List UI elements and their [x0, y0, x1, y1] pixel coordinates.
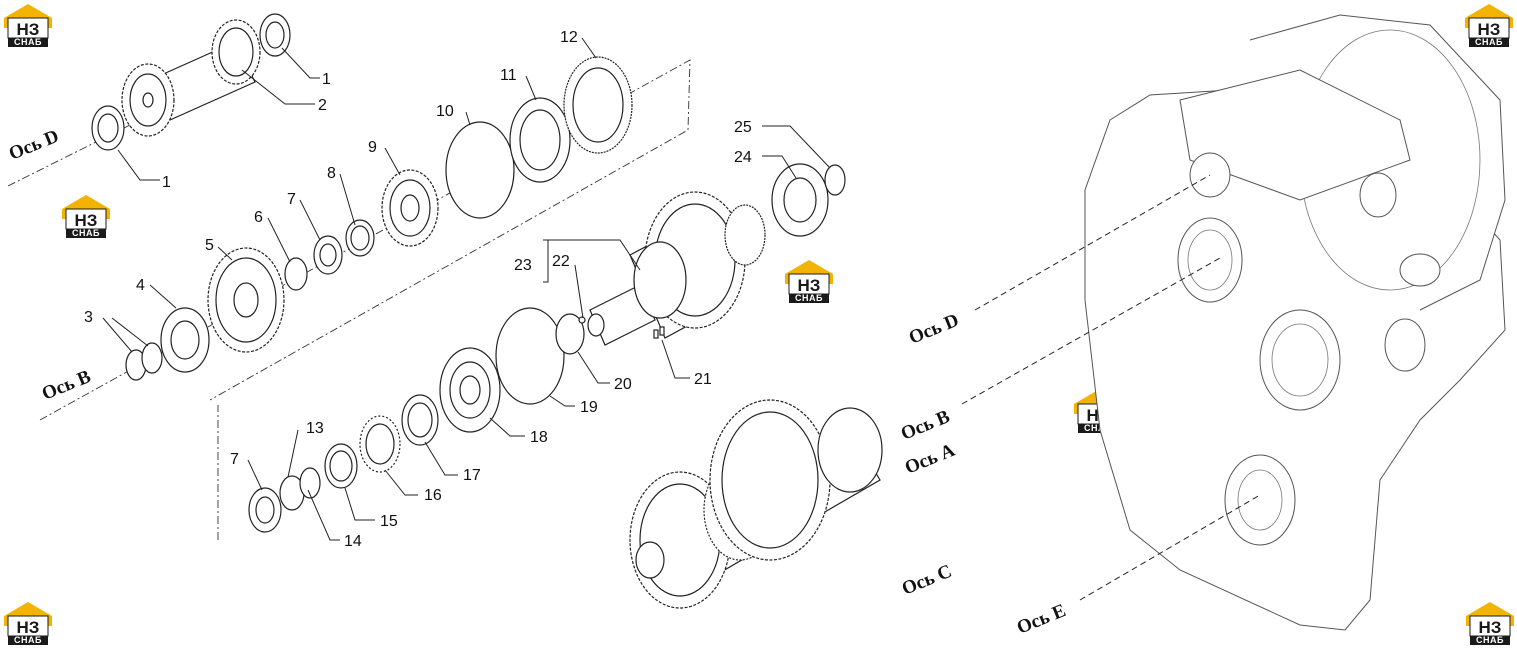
axis-label-d-right: Ось D: [906, 310, 962, 349]
callout-9: 9: [368, 139, 377, 156]
callout-labels: 1 2 1 3 4 5 6 7 8 9 10 11 12 7 13 14 15 …: [84, 29, 752, 550]
callout-7-top: 7: [287, 191, 296, 208]
callout-22: 22: [552, 253, 570, 270]
gear-cluster-axis-c: [629, 399, 883, 609]
transmission-housing: [1084, 14, 1506, 631]
callout-7-bottom: 7: [230, 451, 239, 468]
callout-17: 17: [463, 467, 481, 484]
callout-15: 15: [380, 513, 398, 530]
logo-bottom-left: НЗ СНАБ: [3, 601, 53, 646]
parts-axis-b-lower: [248, 307, 585, 533]
callout-10: 10: [436, 103, 454, 120]
logo-mark-text: НЗ: [1479, 618, 1502, 637]
callout-14: 14: [344, 533, 362, 550]
callout-5: 5: [205, 237, 214, 254]
shaft-assembly-axis-d: [91, 13, 291, 151]
axis-label-e-right: Ось E: [1014, 600, 1069, 638]
logo-top-right: НЗ СНАБ: [1464, 3, 1514, 48]
logo-mid-left: НЗ СНАБ: [61, 194, 111, 239]
logo-caption: СНАБ: [1475, 37, 1503, 47]
callout-12: 12: [560, 29, 578, 46]
logo-mark-text: НЗ: [75, 211, 98, 230]
logo-center: НЗ СНАБ: [784, 259, 834, 304]
logo-caption: СНАБ: [1476, 635, 1504, 645]
logo-caption: СНАБ: [1084, 423, 1112, 433]
callout-20: 20: [614, 376, 632, 393]
callout-11: 11: [500, 67, 517, 84]
logo-mark-text: НЗ: [798, 276, 821, 295]
logo-top-left: НЗ СНАБ: [3, 3, 53, 48]
axis-label-b-left: Ось B: [39, 366, 94, 405]
callout-leaders: [102, 37, 831, 541]
logo-bottom-right: НЗ СНАБ: [1465, 601, 1515, 646]
callout-8: 8: [327, 165, 336, 182]
logo-mark-text: НЗ: [17, 618, 40, 637]
callout-23: 23: [514, 257, 532, 274]
logo-caption: СНАБ: [72, 228, 100, 238]
clutch-shaft-assembly: [578, 163, 846, 346]
callout-16: 16: [424, 487, 442, 504]
callout-3: 3: [84, 309, 93, 326]
axis-label-b-right: Ось B: [898, 406, 953, 445]
callout-13: 13: [306, 420, 324, 437]
axis-label-c-right: Ось C: [899, 561, 955, 600]
axis-label-a-right: Ось A: [902, 440, 958, 479]
callout-21: 21: [694, 371, 712, 388]
callout-1-top: 1: [322, 71, 331, 88]
callout-2: 2: [318, 97, 327, 114]
logo-caption: СНАБ: [795, 293, 823, 303]
callout-19: 19: [580, 399, 598, 416]
callout-1-bottom: 1: [162, 174, 171, 191]
callout-18: 18: [530, 429, 548, 446]
logo-mark-text: НЗ: [1478, 20, 1501, 39]
leader-axis-d: [974, 174, 1211, 311]
logo-mark-text: НЗ: [17, 20, 40, 39]
axis-label-d-left: Ось D: [6, 126, 62, 165]
logo-caption: СНАБ: [14, 635, 42, 645]
parts-axis-b: [125, 56, 633, 381]
callout-4: 4: [136, 277, 145, 294]
leader-axis-e: [1079, 494, 1261, 601]
callout-25: 25: [734, 119, 752, 136]
callout-6: 6: [254, 209, 263, 226]
callout-24: 24: [734, 149, 752, 166]
logo-caption: СНАБ: [14, 37, 42, 47]
